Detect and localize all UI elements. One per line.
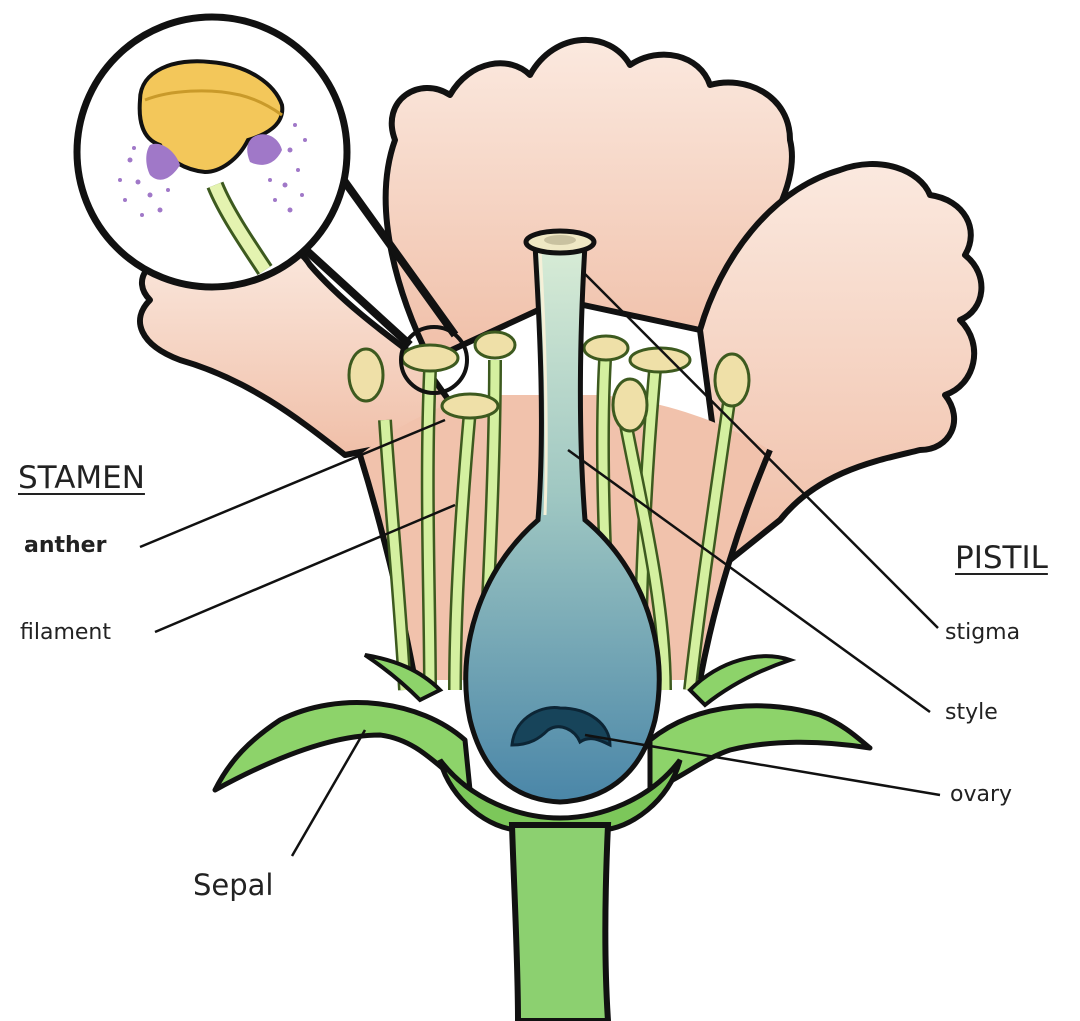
stigma-label: stigma (945, 620, 1020, 645)
ovary-label: ovary (950, 782, 1012, 807)
sepal-left (215, 703, 470, 790)
stamen-heading: STAMEN (18, 460, 145, 496)
stem (512, 825, 608, 1021)
anther (349, 349, 383, 401)
style-label: style (945, 700, 998, 725)
pistil-heading: PISTIL (955, 540, 1048, 576)
filament-label: filament (20, 620, 111, 645)
anther-label: anther (24, 533, 106, 558)
sepal-label: Sepal (193, 868, 274, 902)
